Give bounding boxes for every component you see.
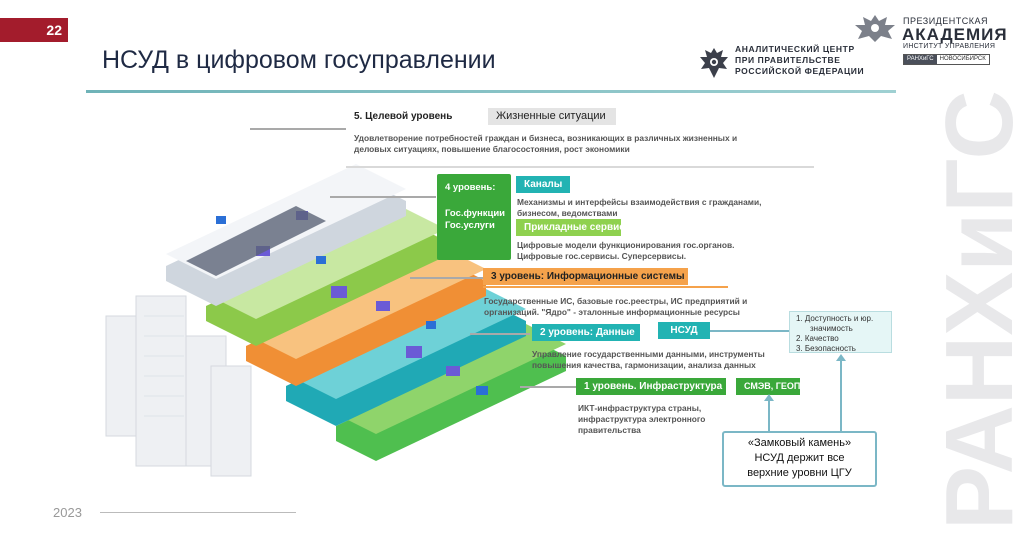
title-underline [86,90,896,93]
level5-desc-line: деловых ситуациях, повышение благосостоя… [354,144,630,154]
footer-year: 2023 [53,505,82,520]
arrow-head-icon [836,354,846,361]
connector-line [330,196,436,198]
level4-box: 4 уровень: Гос.функции Гос.услуги [437,174,511,260]
channels-pill: Каналы [516,176,570,193]
slide-number: 22 [0,18,68,42]
applied-services-desc: Цифровые модели функционирования гос.орг… [517,240,734,262]
connector-line [410,277,483,279]
level4-label: 4 уровень: [445,182,496,193]
level3-desc-line: организаций. "Ядро" - эталонные информац… [484,307,740,317]
isometric-levels-illustration [105,164,566,477]
arrow-to-quality [840,358,842,431]
orange-rule [483,286,728,288]
level1-desc: ИКТ-инфраструктура страны, инфраструктур… [578,403,705,436]
quality-item: 1. Доступность и юр. [796,314,874,323]
channels-desc-line: бизнесом, ведомствами [517,208,618,218]
arrow-head-icon [764,394,774,401]
level3-desc-line: Государственные ИС, базовые гос.реестры,… [484,296,748,306]
footer-rule [100,512,296,513]
nsud-to-quality-arrow [710,330,789,332]
keystone-callout: «Замковый камень» НСУД держит все верхни… [722,431,877,487]
callout-line: НСУД держит все [754,452,845,464]
analytic-center-line: АНАЛИТИЧЕСКИЙ ЦЕНТР [735,44,855,54]
page-title: НСУД в цифровом госуправлении [102,46,496,74]
connector-line [250,128,346,130]
quality-item: 2. Качество [796,334,839,343]
academy-line-1: ПРЕЗИДЕНТСКАЯ [903,16,989,26]
level2-desc: Управление государственными данными, инс… [532,349,765,371]
level5-desc-line: Удовлетворение потребностей граждан и би… [354,133,738,143]
analytic-center-name: АНАЛИТИЧЕСКИЙ ЦЕНТР ПРИ ПРАВИТЕЛЬСТВЕ РО… [735,44,864,77]
connector-line [520,386,576,388]
level5-desc: Удовлетворение потребностей граждан и би… [354,133,737,155]
level5-label: 5. Целевой уровень [354,111,453,122]
quality-item: 3. Безопасность [796,344,856,353]
smev-geop-pill: СМЭВ, ГЕОП [736,378,800,395]
city-buildings [105,295,252,477]
level3-desc: Государственные ИС, базовые гос.реестры,… [484,296,747,318]
applied-services-pill: Прикладные сервисы [516,219,633,236]
level3-label: 3 уровень: Информационные системы [483,268,688,285]
separator-line [346,166,814,168]
academy-tag-left: РАНХиГС [904,55,937,64]
level2-label: 2 уровень: Данные [532,324,640,341]
level1-desc-line: правительства [578,425,641,435]
watermark: РАНХиГС [940,90,1020,530]
channels-desc: Механизмы и интерфейсы взаимодействия с … [517,197,761,219]
connector-line [470,333,530,335]
level2-desc-line: Управление государственными данными, инс… [532,349,765,359]
analytic-center-line: РОССИЙСКОЙ ФЕДЕРАЦИИ [735,66,865,76]
level4-sub1: Гос.функции [445,208,505,219]
academy-tag-right: НОВОСИБИРСК [939,56,986,62]
quality-box: 1. Доступность и юр. значимость 2. Качес… [789,311,892,353]
nsud-pill: НСУД [658,322,710,339]
academy-emblem-icon [855,15,895,42]
eagle-emblem-icon [700,48,728,78]
level2-desc-line: повышения качества, гармонизации, анализ… [532,360,756,370]
arrow-to-infra [768,398,770,431]
callout-line: «Замковый камень» [747,437,852,449]
applied-services-desc-line: Цифровые гос.сервисы. Суперсервисы. [517,251,687,261]
level1-desc-line: инфраструктура электронного [578,414,706,424]
quality-item: значимость [810,324,853,333]
level4-sub2: Гос.услуги [445,220,495,231]
callout-line: верхние уровни ЦГУ [747,467,852,479]
applied-services-desc-line: Цифровые модели функционирования гос.орг… [517,240,735,250]
channels-desc-line: Механизмы и интерфейсы взаимодействия с … [517,197,762,207]
level5-pill: Жизненные ситуации [488,108,616,125]
level1-label: 1 уровень. Инфраструктура [576,378,726,395]
academy-line-3: ИНСТИТУТ УПРАВЛЕНИЯ [903,43,996,50]
academy-line-2: АКАДЕМИЯ [902,25,1008,44]
level1-desc-line: ИКТ-инфраструктура страны, [578,403,702,413]
analytic-center-line: ПРИ ПРАВИТЕЛЬСТВЕ [735,55,841,65]
